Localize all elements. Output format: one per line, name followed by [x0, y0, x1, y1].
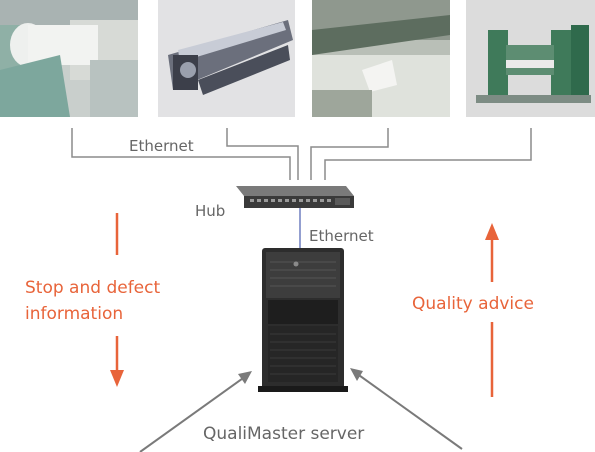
client-arrows [139, 368, 463, 452]
ethernet-label-top: Ethernet [129, 137, 194, 155]
server-label: QualiMaster server [203, 424, 365, 444]
weaving-room-photo [0, 0, 138, 117]
up-arrow-icon [485, 223, 499, 397]
ethernet-label-side: Ethernet [309, 227, 374, 245]
ethernet-cabling [71, 128, 532, 180]
loom-closeup-photo [312, 0, 450, 117]
quality-advice-label: Quality advice [412, 294, 534, 314]
stop-defect-info-line1: Stop and defect [25, 278, 161, 298]
air-jet-loom-photo [158, 0, 295, 117]
server-tower [258, 248, 348, 392]
hub-switch [236, 186, 354, 208]
rapier-loom-photo [466, 0, 595, 117]
hub-label: Hub [195, 202, 226, 220]
stop-defect-info-line2: information [25, 304, 124, 324]
down-arrow-icon [110, 213, 124, 387]
stop-defect-info-label: Stop and defect information [25, 275, 160, 327]
